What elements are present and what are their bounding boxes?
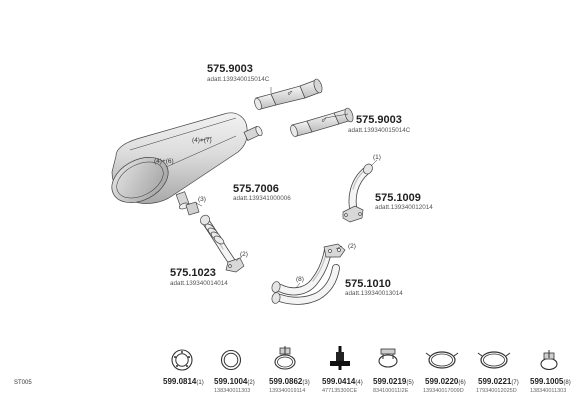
svg-text:599.0862(3): 599.0862(3) <box>269 377 310 386</box>
accessory-label: 599.0221(7) 179340012025D <box>476 377 519 394</box>
part-label-pipe-upper: 575.9003 adatt.139340015014C <box>207 63 270 83</box>
svg-text:599.1004(2): 599.1004(2) <box>214 377 255 386</box>
pipe-clamp-icon <box>540 350 558 371</box>
figure-code: ST005 <box>14 380 32 386</box>
rear-pipe-upper <box>254 78 323 111</box>
svg-text:599.0219(5): 599.0219(5) <box>373 377 414 386</box>
accessory-qty: (1) <box>196 380 203 386</box>
accessory-number: 599.0814 <box>163 377 197 386</box>
accessory-number: 599.0220 <box>425 377 459 386</box>
accessory-label: 599.0862(3) 139340019114 <box>269 377 310 394</box>
band-clamp-wide-icon <box>477 351 511 369</box>
accessory-label: 599.1004(2) 138340011303 <box>214 377 255 394</box>
part-note: adatt.139340015014C <box>348 127 411 134</box>
accessory-code: 138340011303 <box>530 388 566 394</box>
part-number: 575.9003 <box>207 63 253 75</box>
accessory-code: 138340011303 <box>214 388 250 394</box>
center-pipe <box>342 163 373 223</box>
accessory-code: 834100011I2E <box>373 388 409 394</box>
accessory-qty: (6) <box>458 380 465 386</box>
rubber-mount-icon <box>330 346 350 370</box>
accessory-code: 139340017009D <box>423 388 464 394</box>
accessory-number: 599.0221 <box>478 377 512 386</box>
hose-clamp-icon <box>274 346 296 370</box>
part-number: 575.1023 <box>170 267 216 279</box>
part-number: 575.9003 <box>356 114 402 126</box>
callout: (4)+(7) <box>192 137 212 144</box>
part-note: adatt.139340014014 <box>170 280 228 287</box>
callouts: (4)+(7) (4)+(6) (3) (1) (2) (2) (8) <box>154 137 381 283</box>
part-label-front-pipe: 575.1023 adatt.139340014014 <box>170 267 228 287</box>
svg-text:599.0221(7): 599.0221(7) <box>478 377 519 386</box>
gasket-ring-icon <box>171 349 193 371</box>
accessory-qty: (5) <box>406 380 413 386</box>
part-note: adatt.139340015014C <box>207 76 270 83</box>
part-note: adatt.139341000006 <box>233 195 291 202</box>
svg-text:599.0814(1): 599.0814(1) <box>163 377 204 386</box>
seal-ring-icon <box>220 349 242 371</box>
accessory-code: 179340012025D <box>476 388 517 394</box>
callout: (4)+(6) <box>154 158 174 165</box>
rear-muffler <box>111 112 263 210</box>
callout: (2) <box>240 251 248 258</box>
part-note: adatt.139340013014 <box>345 290 403 297</box>
rear-pipe-lower <box>290 107 354 138</box>
svg-text:599.0220(6): 599.0220(6) <box>425 377 466 386</box>
accessory-label: 599.0414(4) 477135300CE <box>322 377 363 394</box>
part-number: 575.1010 <box>345 278 391 290</box>
accessory-qty: (4) <box>355 380 362 386</box>
accessory-number: 599.1005 <box>530 377 564 386</box>
band-clamp-icon <box>425 351 459 369</box>
accessory-label: 599.0219(5) 834100011I2E <box>373 377 414 394</box>
part-label-center-pipe: 575.1009 adatt.139340012014 <box>375 192 433 211</box>
accessory-code: 139340019114 <box>269 388 305 394</box>
accessory-number: 599.0414 <box>322 377 356 386</box>
callout: (8) <box>296 276 304 283</box>
accessory-label: 599.0220(6) 139340017009D <box>423 377 466 394</box>
accessory-qty: (8) <box>563 380 570 386</box>
y-pipe <box>271 243 346 305</box>
leader-lines <box>195 87 378 289</box>
accessory-number: 599.0862 <box>269 377 303 386</box>
callout: (2) <box>348 243 356 250</box>
part-number: 575.7006 <box>233 183 279 195</box>
accessory-qty: (7) <box>511 380 518 386</box>
accessory-number: 599.1004 <box>214 377 248 386</box>
accessory-code: 477135300CE <box>322 388 358 394</box>
callout: (1) <box>373 154 381 161</box>
front-pipe <box>185 201 245 273</box>
accessory-label: 599.1005(8) 138340011303 <box>530 377 571 394</box>
part-number: 575.1009 <box>375 192 421 204</box>
accessory-number: 599.0219 <box>373 377 407 386</box>
part-note: adatt.139340012014 <box>375 204 433 211</box>
u-bolt-clamp-icon <box>378 348 398 368</box>
callout: (3) <box>198 196 206 203</box>
part-label-pipe-lower: 575.9003 adatt.139340015014C <box>348 114 411 134</box>
svg-text:599.1005(8): 599.1005(8) <box>530 377 571 386</box>
accessory-label: 599.0814(1) <box>163 377 204 386</box>
accessory-qty: (3) <box>302 380 309 386</box>
svg-text:599.0414(4): 599.0414(4) <box>322 377 363 386</box>
accessory-qty: (2) <box>247 380 254 386</box>
part-label-muffler: 575.7006 adatt.139341000006 <box>233 183 291 202</box>
part-label-y-pipe: 575.1010 adatt.139340013014 <box>345 278 403 297</box>
